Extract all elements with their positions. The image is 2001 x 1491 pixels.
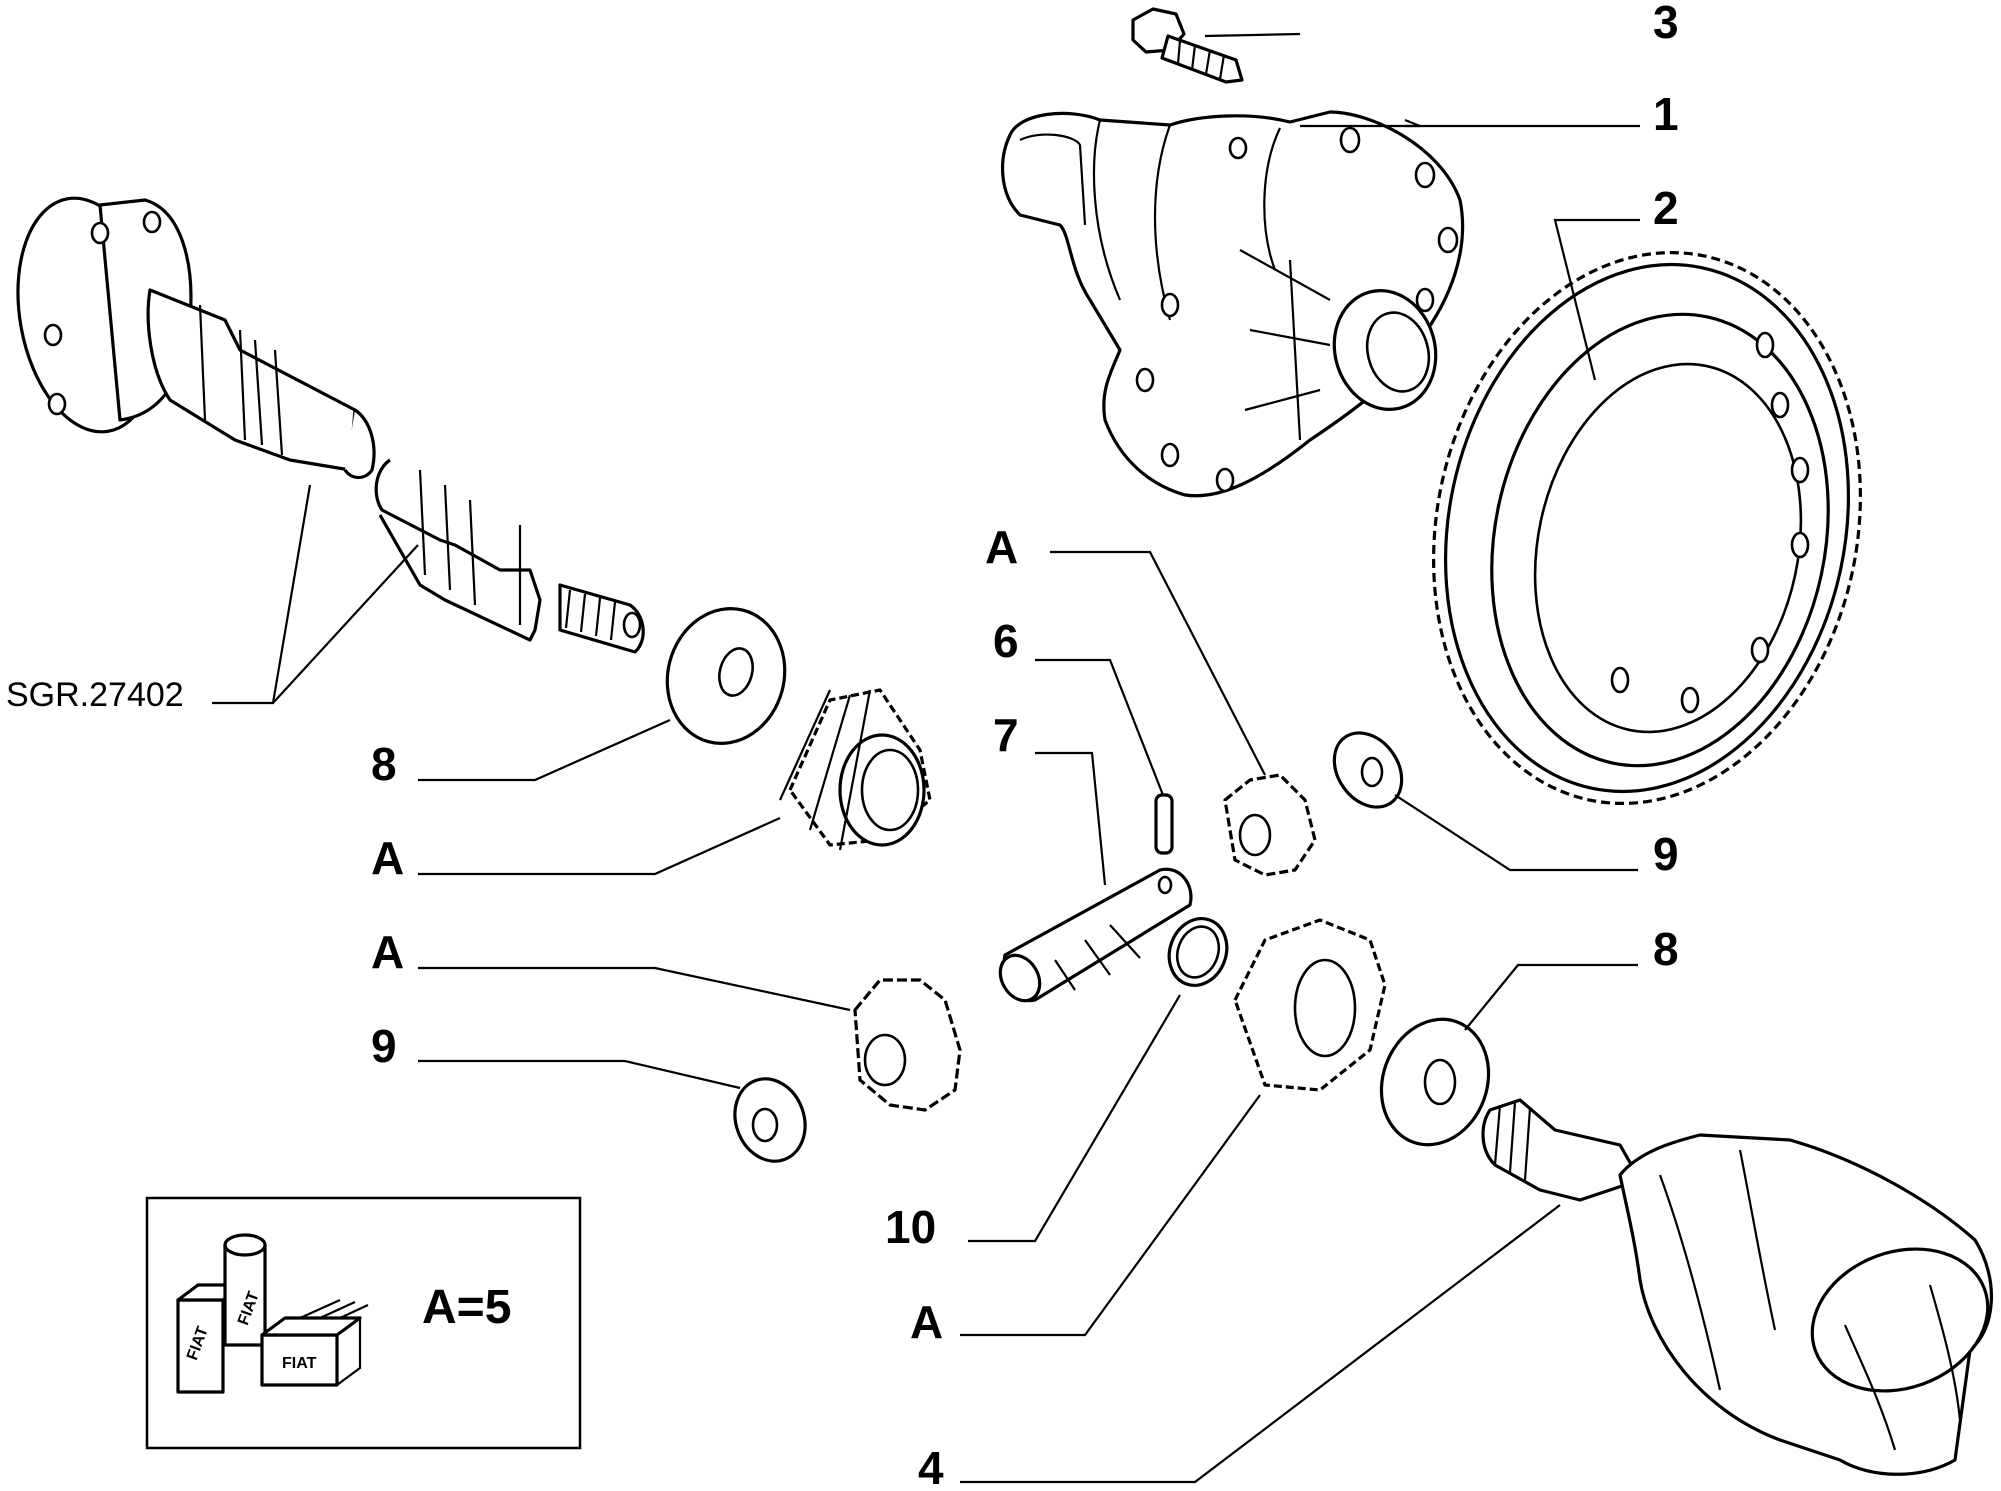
part-a-left-side-gear [778, 688, 932, 851]
part-8-left-washer [665, 607, 787, 745]
callout-a-left-lower: A [371, 926, 404, 978]
callout-a-left-upper: A [371, 832, 404, 884]
callout-6: 6 [993, 615, 1019, 667]
callout-2: 2 [1653, 182, 1679, 234]
legend-box: FIAT FIAT FIAT A=5 [145, 1196, 582, 1450]
callout-9-right: 9 [1653, 828, 1679, 880]
callout-7: 7 [993, 709, 1019, 761]
part-a-left-planet-gear [853, 978, 962, 1112]
leader-4-line-visible [960, 1204, 1561, 1484]
legend-quantity: A=5 [422, 1281, 511, 1334]
part-7-cross-shaft [998, 867, 1193, 1003]
callout-labels: 3 1 2 A 6 7 9 8 8 A A 9 10 A 4 SGR.27402 [6, 0, 1679, 1491]
part-3-bolt [1131, 7, 1244, 84]
part-9-right-washer [1332, 731, 1404, 809]
part-a-top-planet-gear [1223, 773, 1317, 877]
part-6-pin [1154, 793, 1174, 855]
leader-lines [212, 32, 1640, 1337]
part-8-right-washer [1379, 1017, 1491, 1147]
callout-4: 4 [918, 1442, 944, 1486]
reference-code: SGR.27402 [6, 676, 184, 714]
left-axle-shaft [16, 196, 645, 654]
callout-8-right: 8 [1653, 923, 1679, 975]
callout-9-left: 9 [371, 1020, 397, 1072]
part-a-bottom-side-gear [1233, 918, 1387, 1092]
part-1-differential-housing [1000, 110, 1465, 498]
part-10-snap-ring [1167, 917, 1229, 987]
callout-a-bottom: A [910, 1296, 943, 1348]
callout-10: 10 [885, 1201, 936, 1253]
icon-box-label-3: FIAT [282, 1355, 317, 1372]
part-2-ring-gear [1432, 250, 1862, 806]
callout-1: 1 [1653, 88, 1679, 140]
callout-3: 3 [1653, 0, 1679, 48]
part-4-output-joint [1481, 1098, 1993, 1476]
part-9-left-washer [733, 1077, 807, 1163]
callout-a-top: A [985, 521, 1018, 573]
callout-8-left: 8 [371, 738, 397, 790]
parts-quantity-icon: FIAT FIAT FIAT [176, 1233, 369, 1394]
